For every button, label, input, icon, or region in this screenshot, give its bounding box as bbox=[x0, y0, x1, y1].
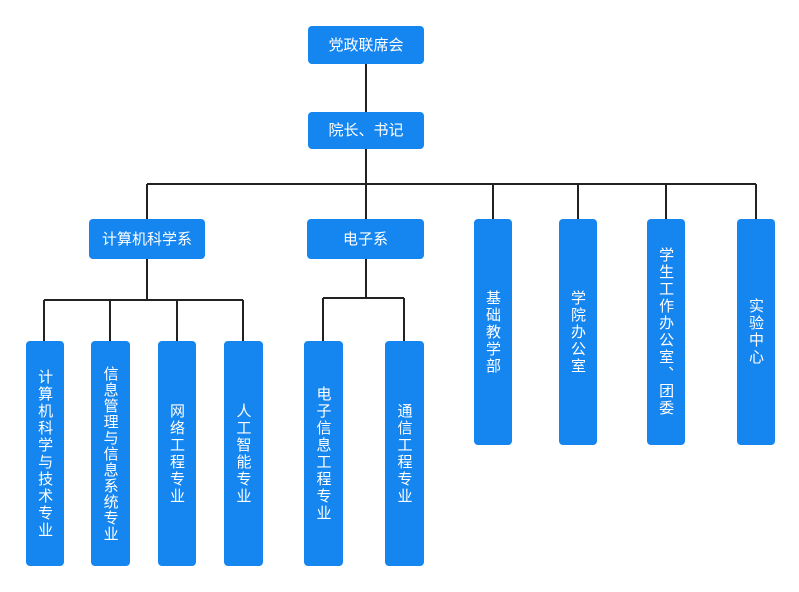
node-basic-teaching: 基础教学部 bbox=[474, 219, 512, 445]
node-ee-department: 电子系 bbox=[307, 219, 424, 259]
node-party-joint-meeting: 党政联席会 bbox=[308, 26, 424, 64]
node-ai-major: 人工智能专业 bbox=[224, 341, 263, 566]
node-label: 学院办公室 bbox=[569, 289, 587, 375]
node-cs-major: 计算机科学与技术专业 bbox=[26, 341, 64, 566]
node-label: 基础教学部 bbox=[484, 289, 502, 375]
node-label: 计算机科学系 bbox=[101, 229, 192, 248]
node-info-major: 信息管理与信息系统专业 bbox=[91, 341, 130, 566]
node-label: 通信工程专业 bbox=[395, 402, 414, 505]
node-label: 学生工作办公室、团委 bbox=[657, 247, 676, 417]
node-lab-center: 实验中心 bbox=[737, 219, 775, 445]
node-label: 信息管理与信息系统专业 bbox=[101, 365, 120, 542]
node-comm-major: 通信工程专业 bbox=[385, 341, 424, 566]
node-college-office: 学院办公室 bbox=[559, 219, 597, 445]
node-label: 计算机科学与技术专业 bbox=[36, 368, 55, 539]
node-cs-department: 计算机科学系 bbox=[89, 219, 205, 259]
node-label: 党政联席会 bbox=[328, 35, 404, 54]
node-label: 实验中心 bbox=[747, 298, 765, 366]
node-label: 院长、书记 bbox=[328, 121, 404, 139]
node-student-affairs-office: 学生工作办公室、团委 bbox=[647, 219, 685, 445]
node-label: 网络工程专业 bbox=[168, 402, 186, 505]
node-eie-major: 电子信息工程专业 bbox=[304, 341, 343, 566]
node-dean-secretary: 院长、书记 bbox=[308, 112, 424, 149]
node-label: 人工智能专业 bbox=[234, 402, 253, 505]
node-network-major: 网络工程专业 bbox=[158, 341, 196, 566]
node-label: 电子信息工程专业 bbox=[314, 385, 333, 522]
node-label: 电子系 bbox=[342, 229, 388, 248]
